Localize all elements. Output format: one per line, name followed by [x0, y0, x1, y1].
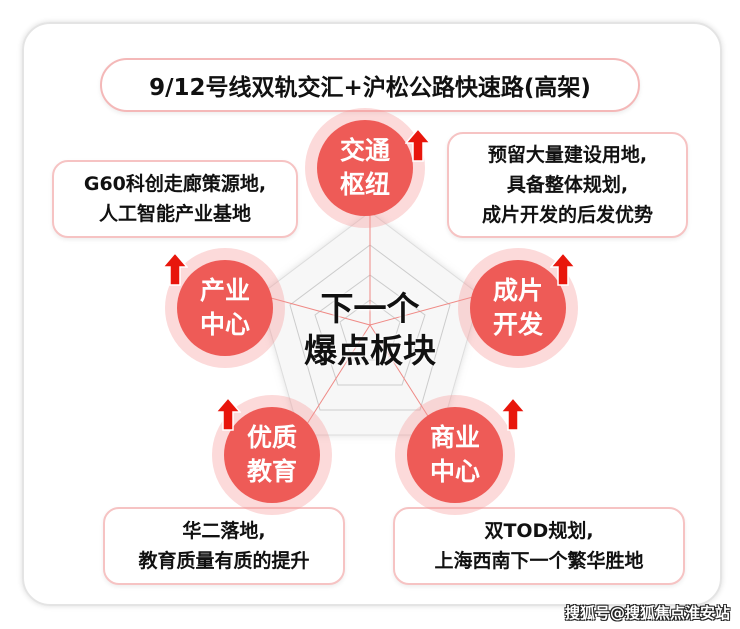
watermark: 搜狐号@搜狐焦点淮安站	[564, 604, 730, 622]
node-label: 产业	[199, 276, 250, 305]
node-label: 商业	[429, 423, 480, 452]
node-industry: 产业中心	[165, 248, 285, 368]
node-development: 成片开发	[458, 248, 578, 368]
node-transport: 交通枢纽	[305, 108, 425, 228]
node-label: 枢纽	[339, 170, 390, 199]
headline-banner: 9/12号线双轨交汇+沪松公路快速路(高架)	[100, 58, 640, 112]
education-box: 华二落地, 教育质量有质的提升	[103, 507, 345, 585]
development-box: 预留大量建设用地, 具备整体规划, 成片开发的后发优势	[447, 132, 688, 238]
node-label: 成片	[492, 276, 543, 305]
box-line: 预留大量建设用地,	[487, 144, 648, 166]
commerce-box: 双TOD规划, 上海西南下一个繁华胜地	[393, 507, 685, 585]
box-line: 教育质量有质的提升	[138, 550, 310, 572]
node-label: 中心	[429, 457, 480, 486]
node-label: 优质	[246, 423, 297, 452]
box-line: 人工智能产业基地	[98, 203, 251, 225]
center-line: 爆点板块	[304, 331, 436, 370]
node-commerce: 商业中心	[395, 395, 515, 515]
box-line: 具备整体规划,	[506, 174, 629, 196]
box-line: 上海西南下一个繁华胜地	[434, 550, 644, 572]
up-arrow-icon	[550, 252, 576, 286]
box-line: 双TOD规划,	[484, 520, 594, 542]
box-line: 成片开发的后发优势	[481, 204, 653, 226]
center-heading: 下一个爆点板块	[285, 288, 455, 372]
box-line: 华二落地,	[182, 520, 266, 542]
node-label: 交通	[339, 136, 390, 165]
up-arrow-icon	[500, 397, 526, 431]
card-frame	[22, 22, 722, 606]
center-line: 下一个	[320, 289, 420, 328]
node-label: 中心	[199, 310, 250, 339]
industry-box: G60科创走廊策源地, 人工智能产业基地	[52, 160, 298, 238]
up-arrow-icon	[162, 252, 188, 286]
node-label: 开发	[492, 310, 543, 339]
up-arrow-icon	[215, 397, 241, 431]
up-arrow-icon	[405, 128, 431, 162]
node-label: 教育	[246, 457, 297, 486]
box-line: G60科创走廊策源地,	[83, 173, 267, 195]
